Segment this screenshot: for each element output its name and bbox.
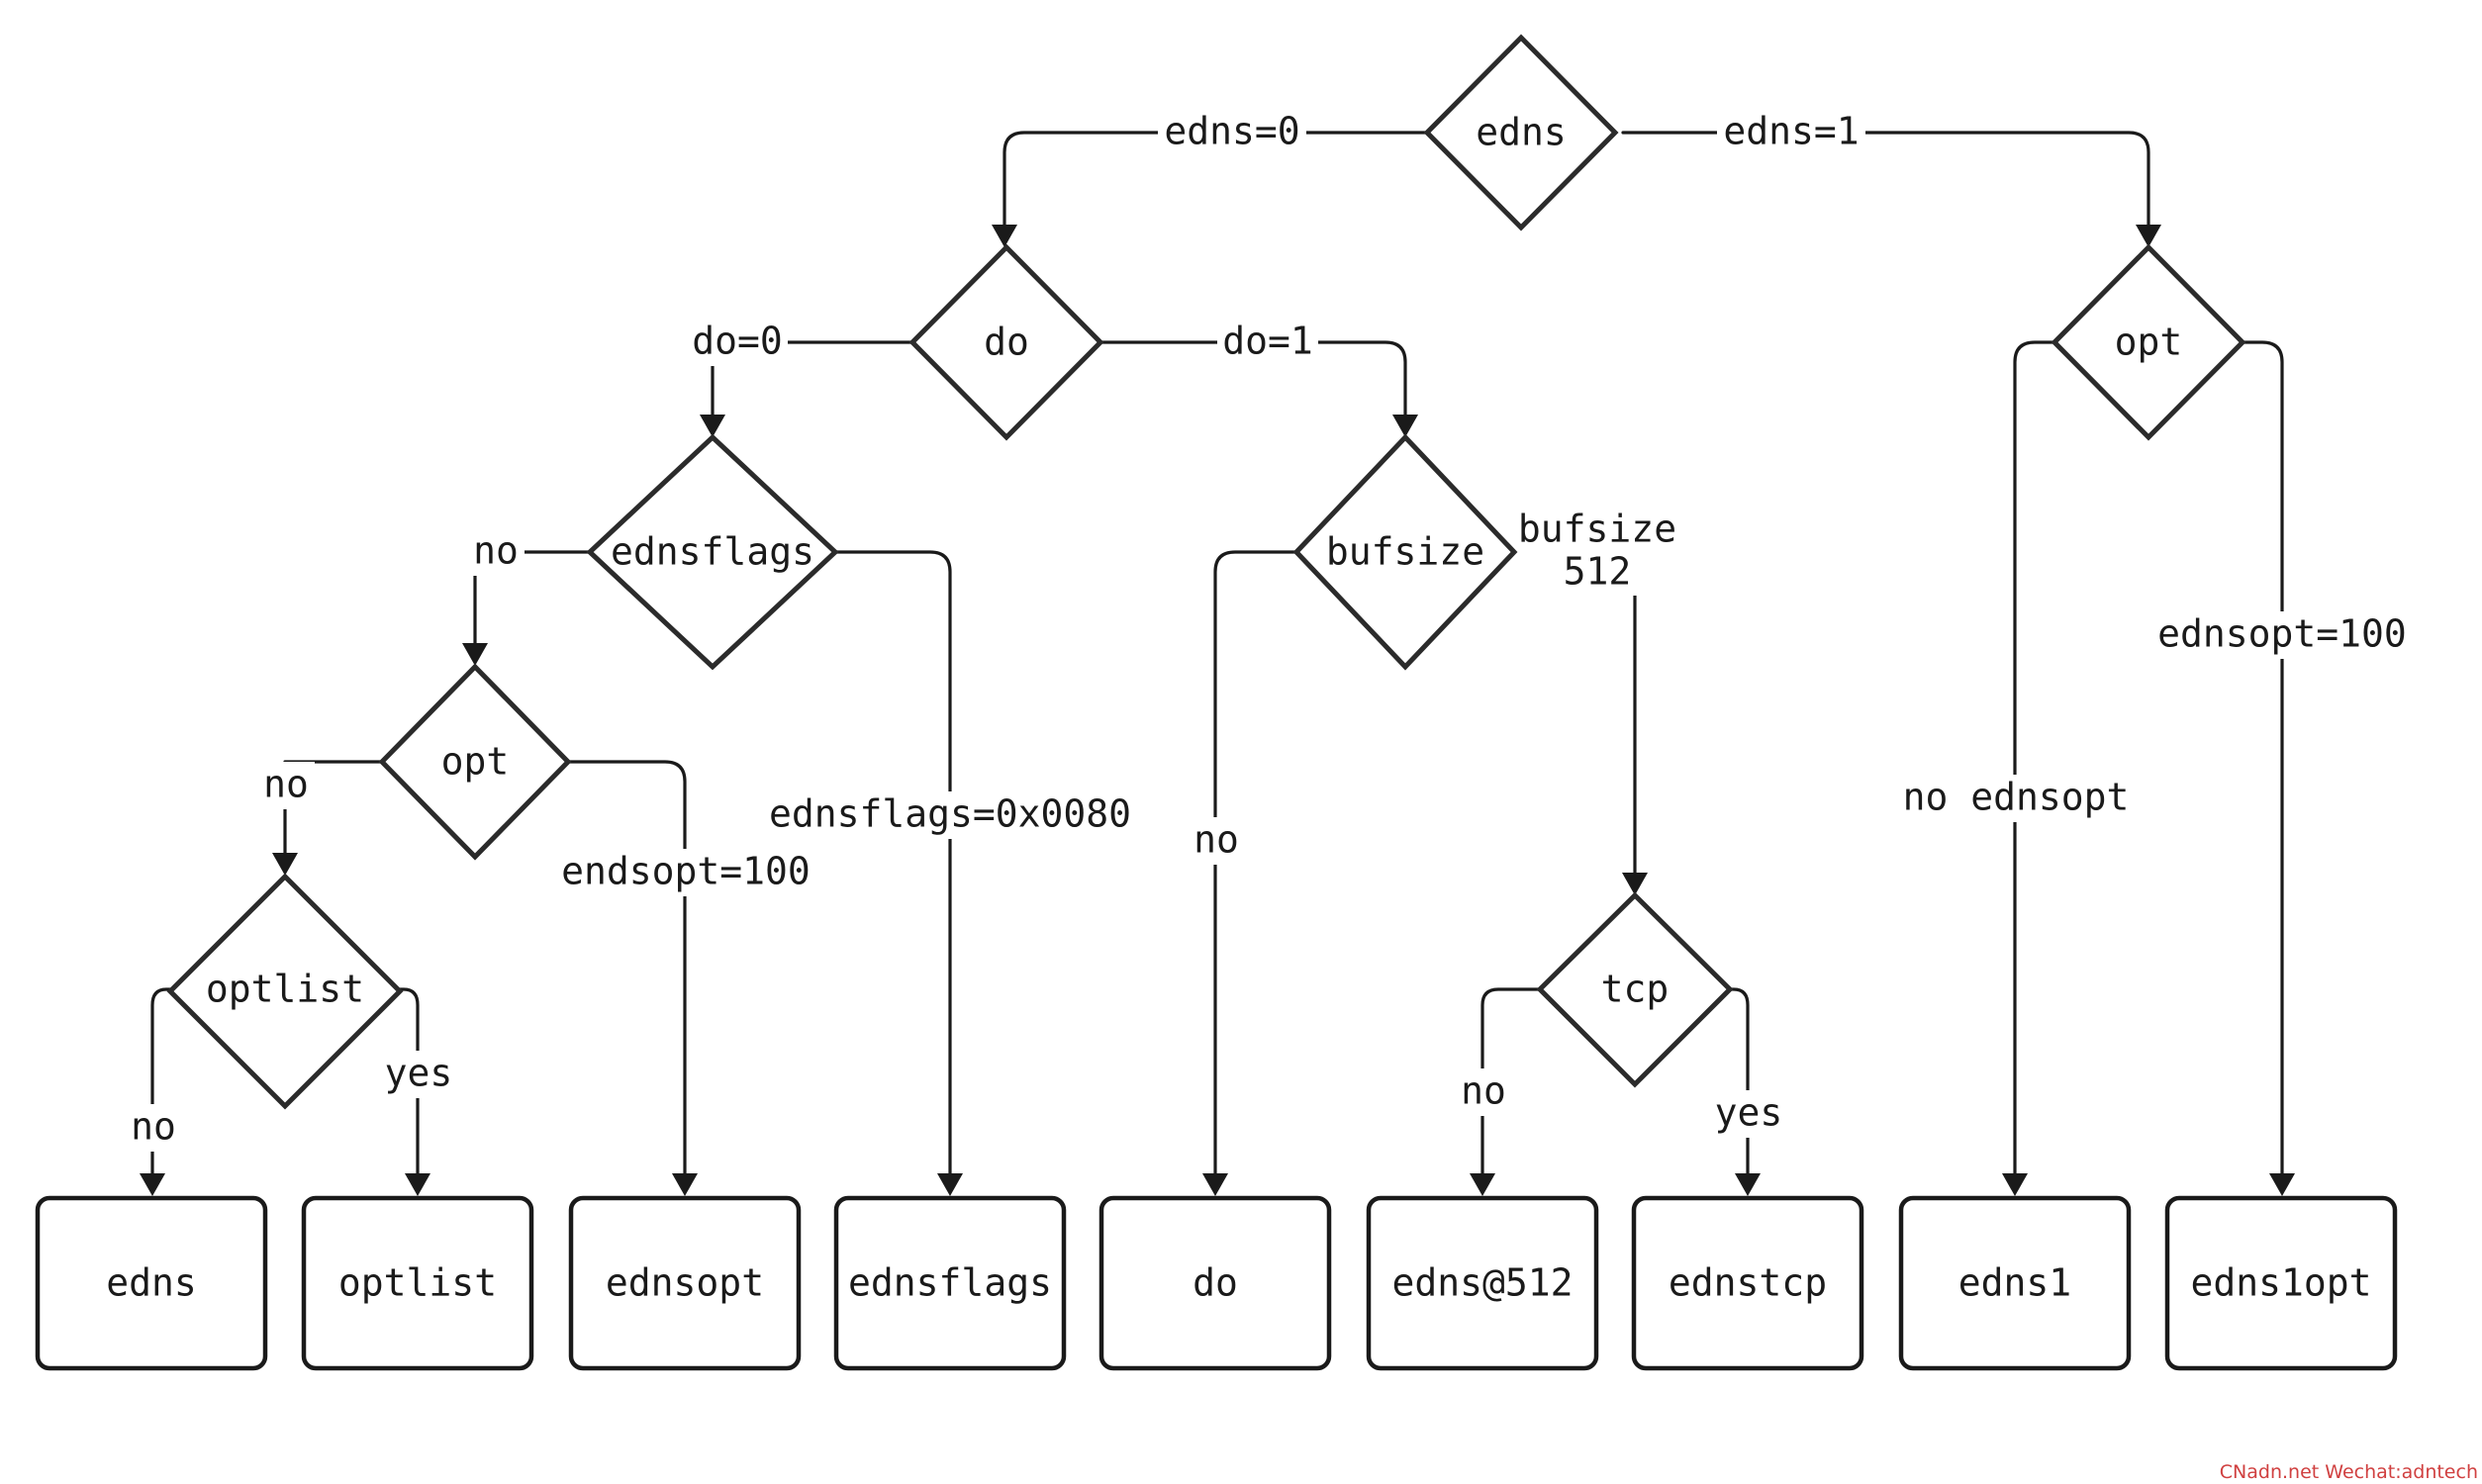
edge-bufsize-to-do (1213, 550, 1296, 1179)
label-edns-1: edns=1 (1723, 110, 1859, 153)
label-ednsopt-100: ednsopt=100 (2157, 612, 2407, 656)
leaf-optlist: optlist (301, 1195, 534, 1371)
arrow-leaf-edns1opt (2269, 1173, 2295, 1196)
leaf-ednsflags-label: ednsflags (848, 1261, 1052, 1305)
arrow-leaf-edns1 (2002, 1173, 2028, 1196)
leaf-nodes: edns optlist ednsopt ednsflags do edns@5… (35, 1195, 2398, 1371)
edge-tcp-to-edns512 (1480, 987, 1542, 1179)
leaf-ednsopt-label: ednsopt (606, 1261, 764, 1305)
edge-edns-to-opt (1621, 131, 2150, 234)
decision-edns: edns (1423, 34, 1619, 232)
decision-opt-left: opt (378, 663, 572, 861)
arrow-opt-left (462, 643, 488, 666)
label-do-0: do=0 (692, 320, 783, 363)
label-optlist-no: no (131, 1105, 176, 1149)
leaf-ednstcp-label: ednstcp (1669, 1261, 1827, 1305)
arrow-leaf-edns (140, 1173, 165, 1196)
arrow-leaf-ednsopt (672, 1173, 698, 1196)
decision-tcp-label: tcp (1601, 968, 1670, 1011)
decision-opt-left-label: opt (441, 740, 510, 784)
label-ednsflags-no: no (473, 529, 519, 573)
label-tcp-yes: yes (1715, 1091, 1783, 1135)
arrow-leaf-ednstcp (1735, 1173, 1761, 1196)
decision-bufsize: bufsize (1292, 433, 1518, 671)
decision-opt-right-label: opt (2115, 321, 2183, 364)
label-endsopt-100: endsopt=100 (561, 850, 811, 893)
label-bufsize-no: no (1193, 818, 1239, 862)
edge-do-to-bufsize (1098, 340, 1407, 424)
leaf-optlist-label: optlist (338, 1261, 497, 1305)
decision-optlist-label: optlist (206, 968, 364, 1011)
edge-tcp-to-ednstcp (1728, 987, 1750, 1179)
leaf-ednstcp: ednstcp (1631, 1195, 1864, 1371)
leaf-edns512: edns@512 (1366, 1195, 1599, 1371)
arrow-do (992, 225, 1017, 247)
decision-bufsize-label: bufsize (1326, 530, 1484, 574)
arrow-leaf-edns512 (1470, 1173, 1495, 1196)
arrow-ednsflags (700, 415, 725, 437)
label-edns-0: edns=0 (1164, 110, 1299, 153)
label-bufsize-512-line1: bufsize (1518, 508, 1676, 551)
arrow-opt-right (2136, 225, 2161, 247)
decision-nodes: edns do opt ednsflags bufsize opt optlis… (166, 34, 2246, 1110)
leaf-edns1-label: edns1 (1958, 1261, 2071, 1305)
edge-optlist-to-edns (150, 987, 172, 1179)
label-opt-no: no (263, 763, 309, 806)
decision-optlist: optlist (166, 873, 404, 1110)
arrow-leaf-optlist (405, 1173, 430, 1196)
leaf-edns1: edns1 (1898, 1195, 2132, 1371)
leaf-do: do (1098, 1195, 1332, 1371)
label-do-1: do=1 (1222, 320, 1313, 363)
label-no-ednsopt: no ednsopt (1903, 776, 2130, 819)
edge-opt-to-ednsopt (568, 760, 687, 1179)
leaf-edns: edns (35, 1195, 268, 1371)
leaf-ednsopt: ednsopt (568, 1195, 802, 1371)
decision-edns-label: edns (1476, 111, 1567, 154)
leaf-ednsflags: ednsflags (833, 1195, 1067, 1371)
leaf-edns-label: edns (106, 1261, 197, 1305)
watermark: CNadn.net Wechat:adntech (2220, 1461, 2478, 1483)
leaf-do-label: do (1193, 1261, 1238, 1305)
edge-edns-to-do (1002, 131, 1427, 234)
decision-tcp: tcp (1536, 891, 1734, 1088)
decision-ednsflags-label: ednsflags (611, 530, 814, 574)
edge-labels: edns=0 edns=1 do=0 do=1 no ednsflags=0x0… (125, 109, 2411, 1152)
arrow-bufsize (1392, 415, 1418, 437)
decision-do-label: do (984, 321, 1029, 364)
edge-opt-to-edns1 (2013, 340, 2056, 1179)
leaf-edns1opt-label: edns1opt (2190, 1261, 2371, 1305)
edge-optlist-to-optlist (398, 987, 420, 1179)
decision-do: do (908, 243, 1104, 441)
label-ednsflags-value: ednsflags=0x0080 (769, 792, 1131, 836)
label-bufsize-512-line2: 512 (1564, 550, 1632, 594)
label-tcp-no: no (1461, 1069, 1506, 1113)
arrow-tcp (1622, 873, 1648, 895)
edge-ednsflags-to-leaf (833, 550, 952, 1179)
leaf-edns1opt: edns1opt (2164, 1195, 2398, 1371)
edges (140, 131, 2295, 1196)
arrow-leaf-do (1202, 1173, 1228, 1196)
arrow-optlist (272, 853, 298, 876)
leaf-edns512-label: edns@512 (1391, 1261, 1573, 1305)
arrow-leaf-ednsflags (937, 1173, 963, 1196)
decision-opt-right: opt (2051, 243, 2246, 441)
label-optlist-yes: yes (385, 1052, 453, 1095)
decision-ednsflags: ednsflags (586, 433, 839, 671)
edge-opt-to-edns1opt (2241, 340, 2284, 1179)
